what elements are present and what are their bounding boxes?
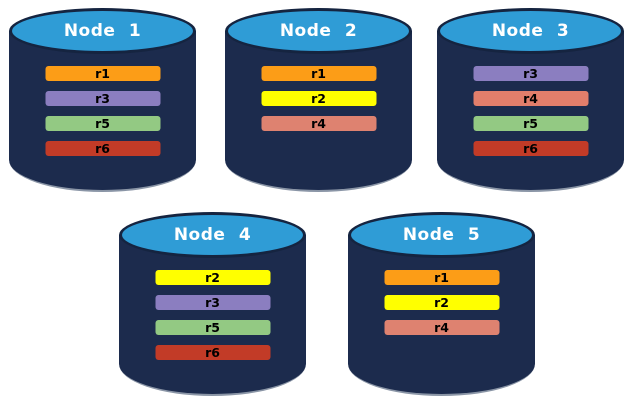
node-title: Node 1 [63, 21, 142, 41]
cylinder-body [225, 31, 412, 192]
database-node-1: Node 1 r1 r3 r5 r6 [9, 8, 196, 192]
database-node-5: Node 5 r1 r2 r4 [348, 212, 535, 396]
replica-list: r1 r3 r5 r6 [45, 66, 160, 156]
cylinder-top: Node 5 [348, 212, 535, 258]
replica-bar: r2 [155, 270, 270, 285]
replica-bar: r2 [261, 91, 376, 106]
replica-bar: r3 [45, 91, 160, 106]
node-title: Node 4 [173, 225, 252, 245]
node-title: Node 2 [279, 21, 358, 41]
database-node-4: Node 4 r2 r3 r5 r6 [119, 212, 306, 396]
replica-bar: r3 [155, 295, 270, 310]
cylinder-top: Node 1 [9, 8, 196, 54]
replica-list: r3 r4 r5 r6 [473, 66, 588, 156]
replica-bar: r6 [45, 141, 160, 156]
cylinder-top: Node 3 [437, 8, 624, 54]
replica-bar: r4 [384, 320, 499, 335]
replica-list: r2 r3 r5 r6 [155, 270, 270, 360]
replica-bar: r1 [261, 66, 376, 81]
cylinder-top: Node 2 [225, 8, 412, 54]
replica-bar: r5 [45, 116, 160, 131]
node-title: Node 5 [402, 225, 481, 245]
replica-bar: r1 [384, 270, 499, 285]
replica-bar: r5 [155, 320, 270, 335]
replica-bar: r6 [473, 141, 588, 156]
replica-list: r1 r2 r4 [261, 66, 376, 131]
replica-bar: r4 [473, 91, 588, 106]
replica-list: r1 r2 r4 [384, 270, 499, 335]
replica-bar: r1 [45, 66, 160, 81]
cylinder-body [348, 235, 535, 396]
replica-bar: r6 [155, 345, 270, 360]
database-node-3: Node 3 r3 r4 r5 r6 [437, 8, 624, 192]
replica-bar: r2 [384, 295, 499, 310]
replica-bar: r5 [473, 116, 588, 131]
cylinder-top: Node 4 [119, 212, 306, 258]
cylinder-body [437, 31, 624, 192]
cylinder-body [9, 31, 196, 192]
cylinder-body [119, 235, 306, 396]
replica-bar: r3 [473, 66, 588, 81]
database-node-2: Node 2 r1 r2 r4 [225, 8, 412, 192]
replica-bar: r4 [261, 116, 376, 131]
node-title: Node 3 [491, 21, 570, 41]
